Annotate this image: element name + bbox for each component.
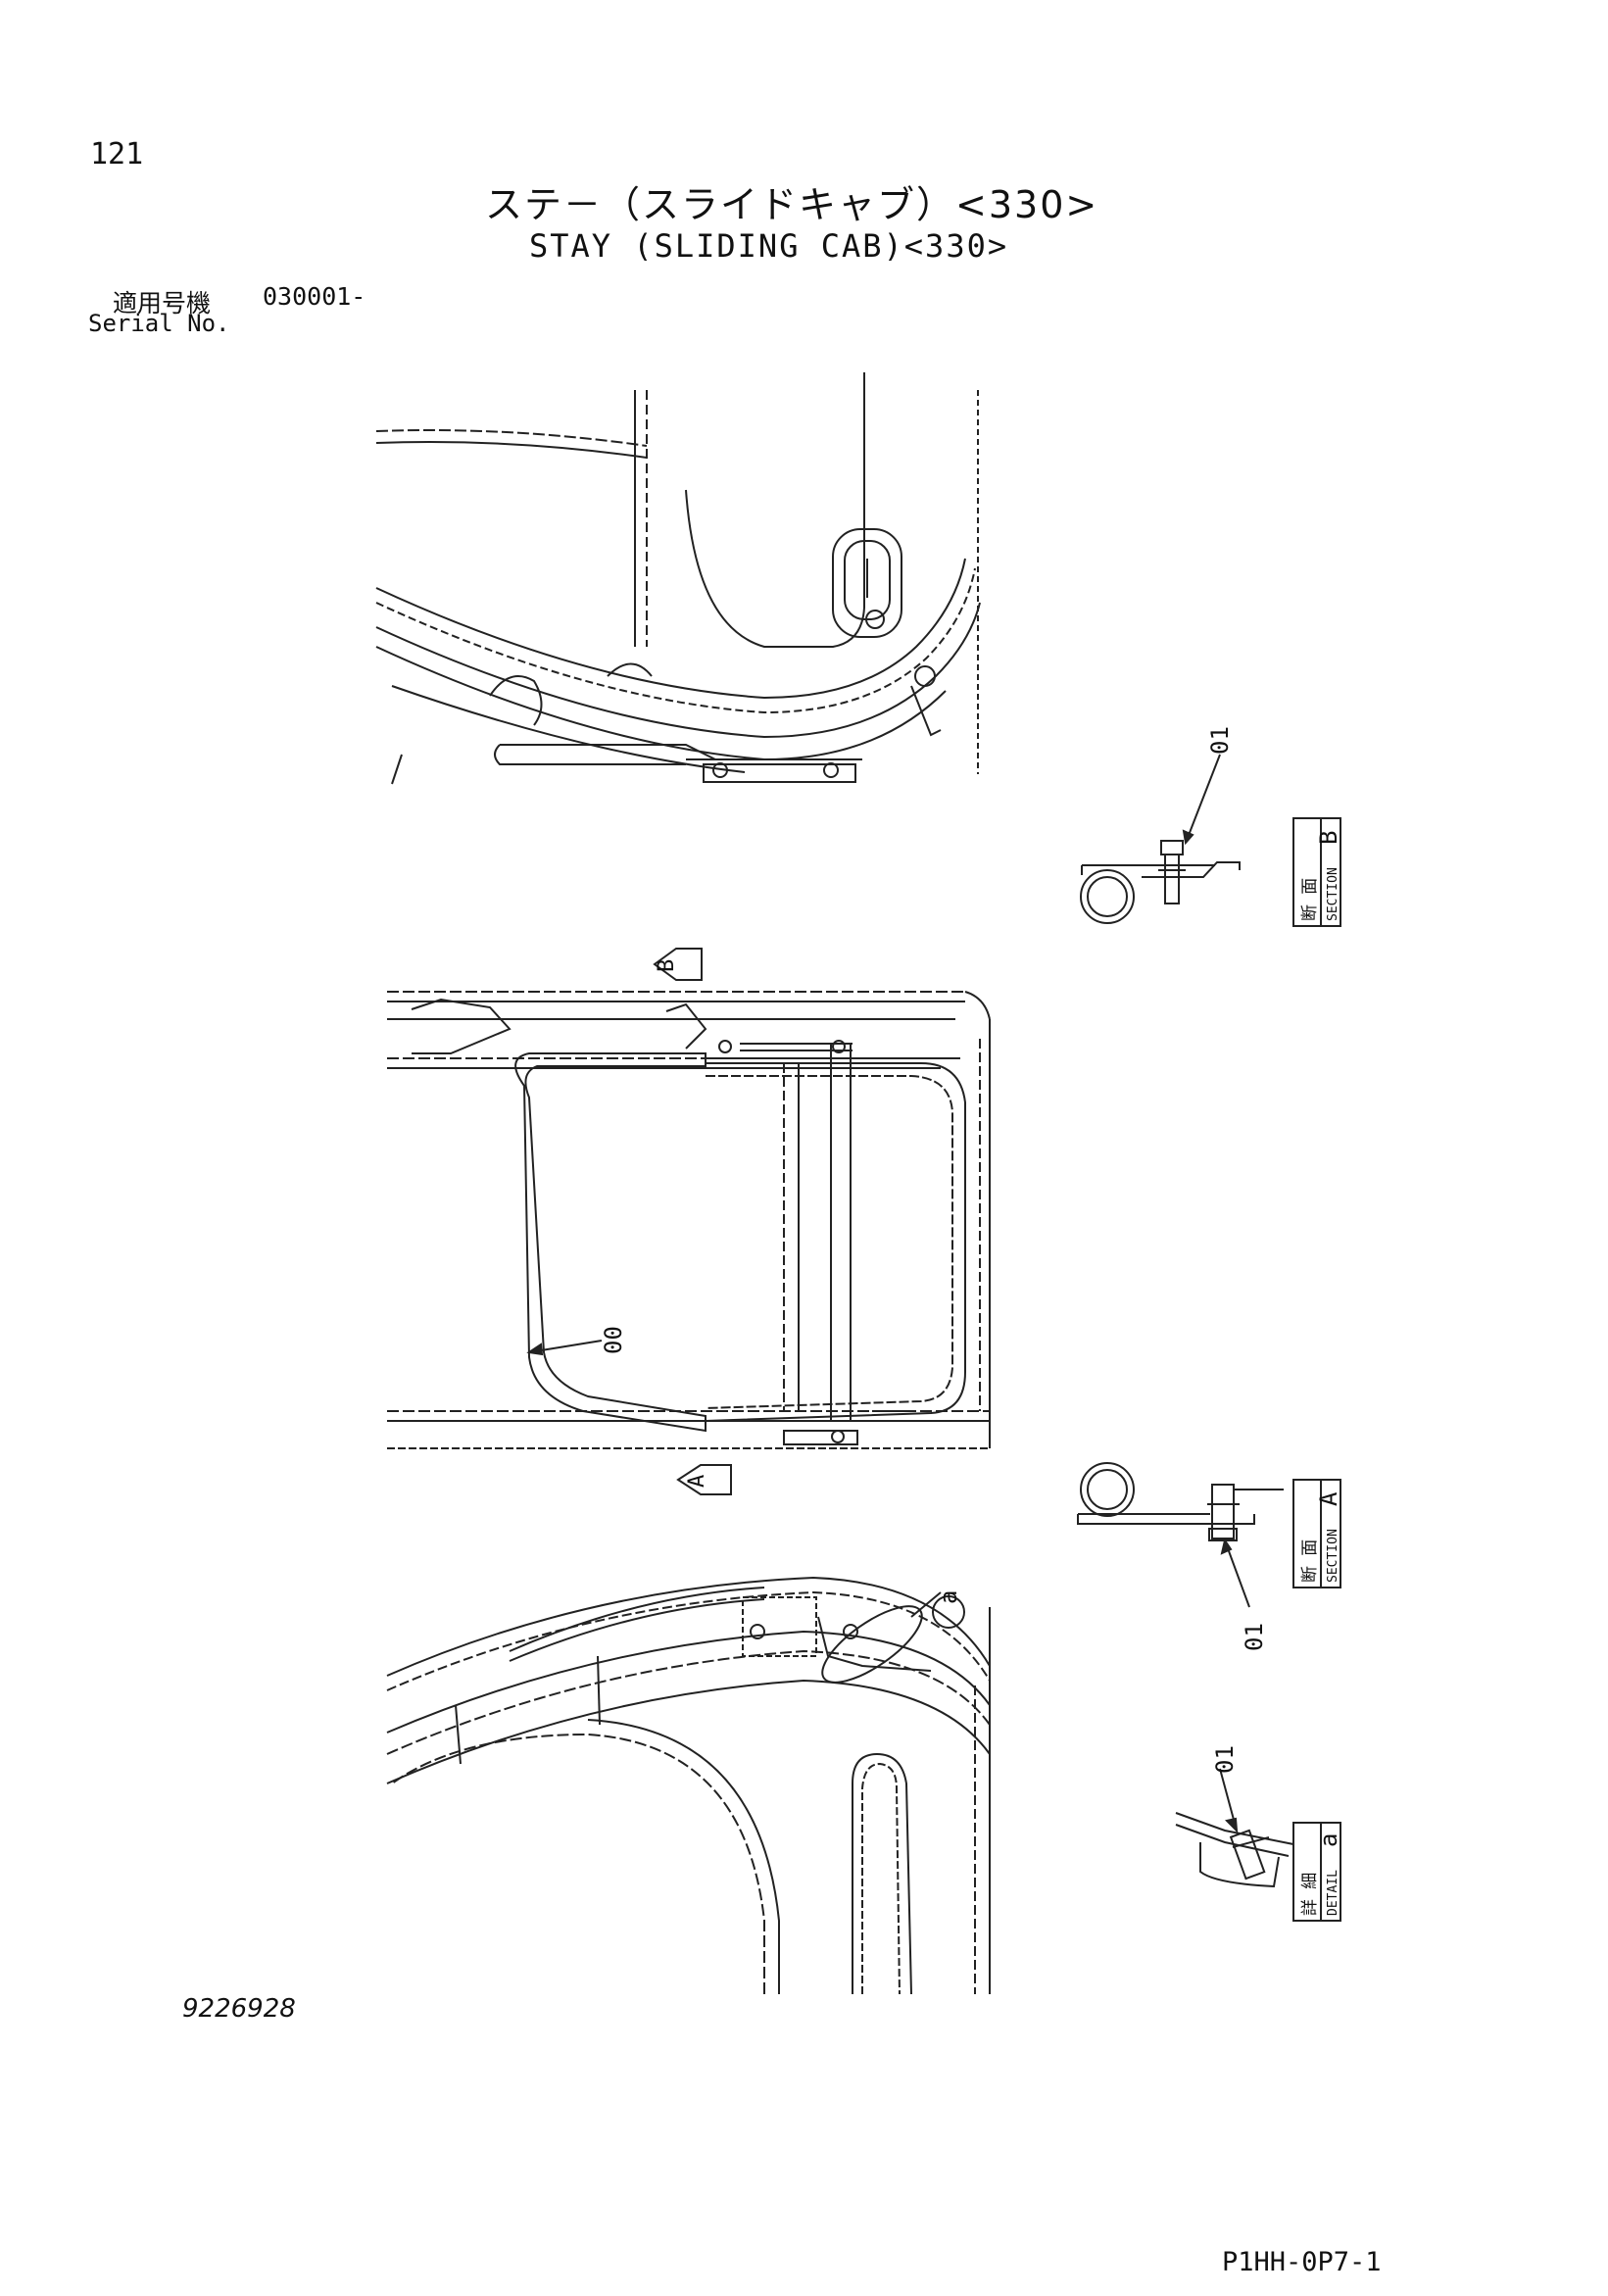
section-b-jp: 断 面 (1300, 878, 1320, 921)
callout-part-01-detail-a: 01 (1211, 1745, 1239, 1774)
callout-part-00: 00 (600, 1326, 627, 1354)
view-arrow-b-label: B (655, 959, 679, 972)
top-view-cab-corner (375, 372, 981, 785)
plan-view-stay (387, 948, 991, 1495)
section-a-detail (1077, 1462, 1284, 1608)
callout-part-01-section-a: 01 (1241, 1623, 1268, 1651)
view-arrow-a-label: A (685, 1475, 709, 1488)
serial-number-value: 030001- (263, 282, 366, 311)
page-title-japanese: ステ－（スライドキャブ）<330> (485, 183, 1099, 226)
page-number: 121 (90, 137, 144, 171)
detail-a-letter: a (1315, 1833, 1342, 1847)
section-a-label-box (1292, 1479, 1341, 1588)
section-a-letter: A (1315, 1491, 1342, 1506)
callout-part-01-section-b: 01 (1206, 726, 1234, 755)
detail-a-en: DETAIL (1326, 1870, 1340, 1916)
front-view-cab (386, 1576, 991, 1995)
drawing-number: 9226928 (182, 1994, 296, 2024)
section-b-label-box (1292, 817, 1341, 927)
callout-detail-a: a (935, 1590, 962, 1604)
section-a-en: SECTION (1326, 1529, 1340, 1583)
section-b-detail (1080, 754, 1241, 924)
detail-a-label-box (1292, 1822, 1341, 1922)
section-a-jp: 断 面 (1300, 1539, 1320, 1583)
section-b-en: SECTION (1326, 867, 1340, 921)
serial-label-japanese: 適用号機 (113, 289, 212, 318)
page-title-english: STAY (SLIDING CAB)<330> (529, 227, 1009, 265)
sheet-code: P1HH-0P7-1 (1222, 2247, 1382, 2277)
detail-a-view (1175, 1768, 1294, 1888)
detail-a-jp: 詳 細 (1300, 1873, 1320, 1916)
serial-label-english: Serial No. (88, 310, 230, 337)
section-b-letter: B (1315, 831, 1342, 845)
detail-a-callout-circle (932, 1595, 965, 1629)
